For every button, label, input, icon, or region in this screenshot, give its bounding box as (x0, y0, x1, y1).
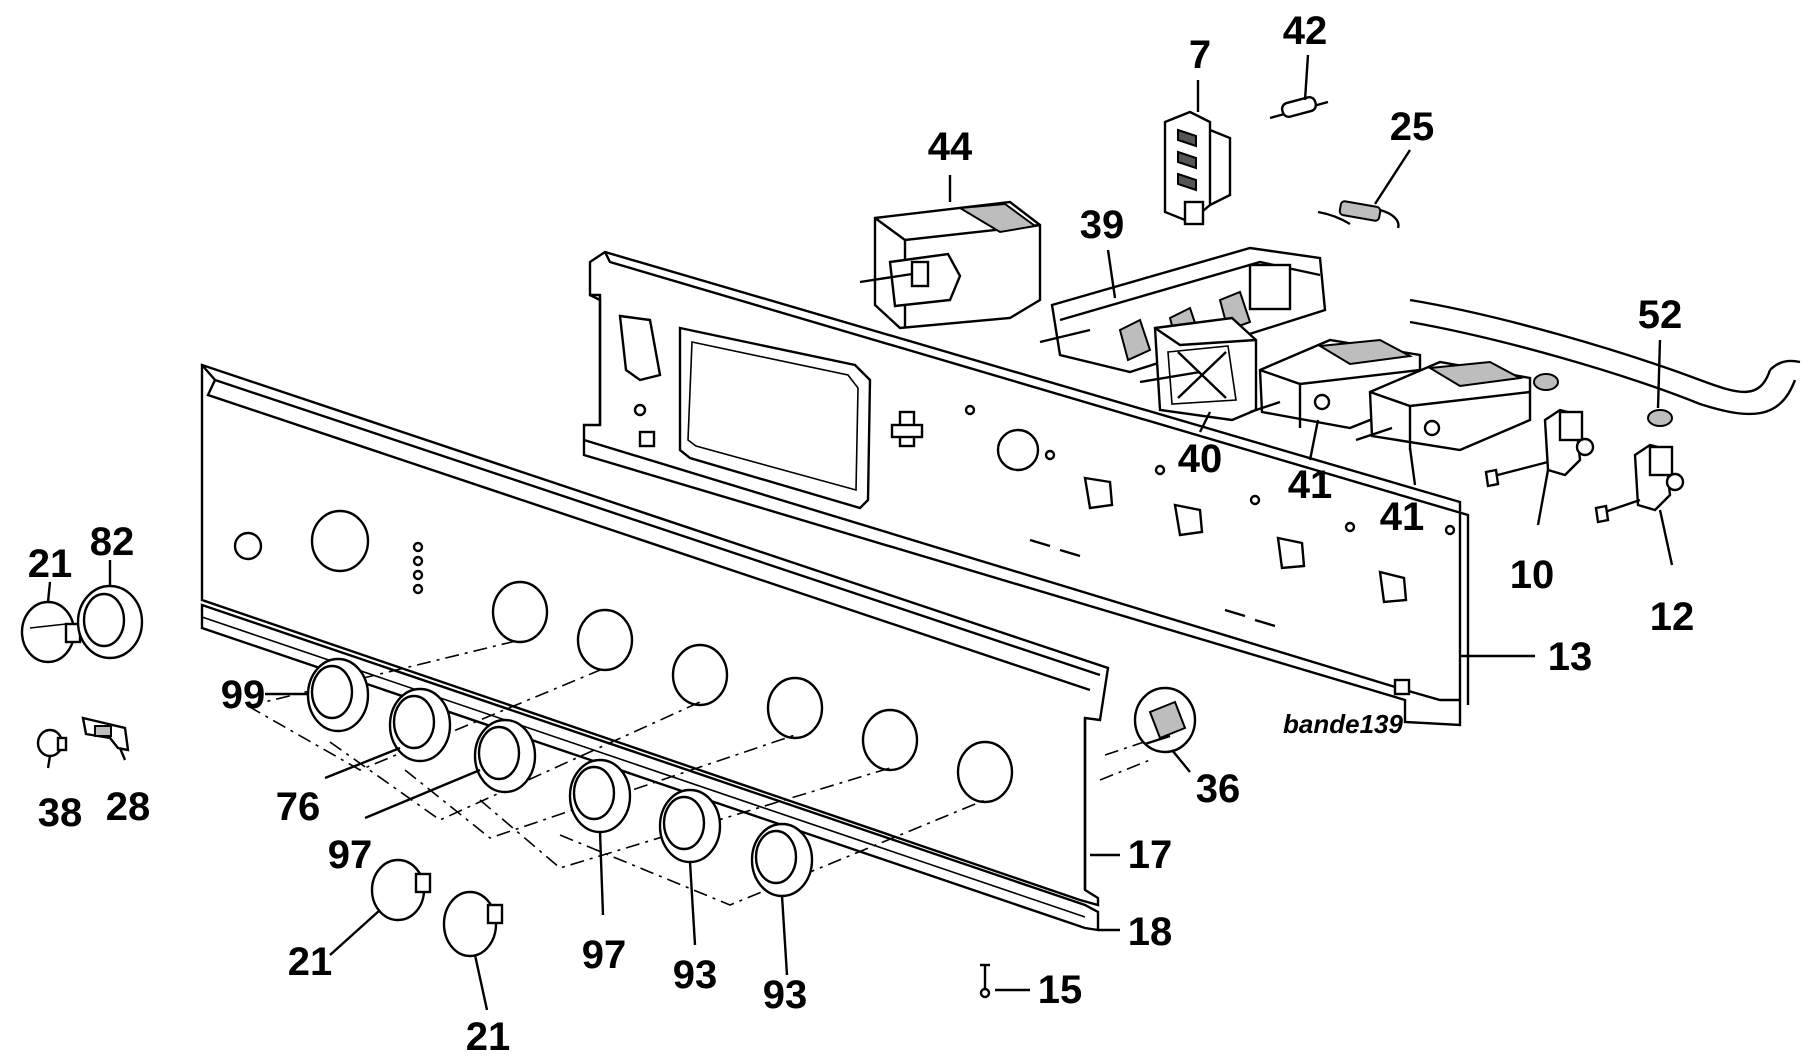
callout-97-left: 97 (328, 833, 373, 877)
bezel-97-right (568, 758, 632, 834)
callout-7: 7 (1189, 33, 1211, 77)
callout-17: 17 (1128, 833, 1173, 877)
bezel-97-left (473, 718, 537, 794)
callout-25: 25 (1390, 105, 1435, 149)
callout-13: 13 (1548, 635, 1593, 679)
assembly-guide-lines (247, 639, 1151, 906)
seal-52 (1533, 373, 1673, 427)
resistor-25 (1317, 200, 1400, 229)
callout-41-left: 41 (1288, 463, 1333, 507)
knob-insert-38 (36, 728, 68, 758)
callout-44: 44 (928, 125, 973, 169)
knob-21-lower-right (442, 890, 504, 958)
callout-52: 52 (1638, 293, 1683, 337)
knob-21-lower-left (370, 858, 432, 922)
spring-clip-28 (81, 716, 130, 752)
bezel-93-right (750, 822, 814, 898)
callout-21-lower-left: 21 (288, 940, 333, 984)
screw-15 (979, 963, 991, 999)
rear-bracket-panel (582, 250, 1470, 727)
callout-21-top-left: 21 (28, 542, 73, 586)
callout-12: 12 (1650, 595, 1695, 639)
callout-39: 39 (1080, 203, 1125, 247)
gas-tap-10 (1484, 408, 1595, 488)
callout-42: 42 (1283, 9, 1328, 53)
bezel-76 (388, 687, 452, 763)
bezel-99 (306, 657, 370, 733)
callout-15: 15 (1038, 968, 1083, 1012)
callout-82: 82 (90, 520, 135, 564)
callout-99: 99 (221, 673, 266, 717)
callout-93-left: 93 (673, 953, 718, 997)
callout-18: 18 (1128, 910, 1173, 954)
selector-switch-7 (1163, 110, 1232, 226)
leader-lines (46, 54, 1674, 1011)
callout-40: 40 (1178, 437, 1223, 481)
callout-41-right: 41 (1380, 495, 1425, 539)
bezel-82 (76, 584, 144, 660)
callout-97-right: 97 (582, 933, 627, 977)
bezel-93-left (658, 788, 722, 864)
diagram-caption: bande139 (1283, 709, 1403, 739)
callout-76: 76 (276, 785, 321, 829)
fuse-42 (1269, 95, 1329, 120)
timer-44 (859, 200, 1042, 330)
callout-21-bottom: 21 (466, 1015, 511, 1059)
gas-tap-12 (1594, 443, 1685, 524)
switch-40 (1139, 316, 1258, 422)
energy-regulator-41-right (1355, 360, 1532, 452)
callout-labels: 44 7 42 25 39 52 40 41 41 10 12 13 21 82… (28, 9, 1695, 1059)
callout-93-right: 93 (763, 973, 808, 1017)
callout-38: 38 (38, 791, 83, 835)
callout-28: 28 (106, 785, 151, 829)
bracket-36 (1133, 686, 1197, 754)
callout-10: 10 (1510, 553, 1555, 597)
knob-21-left (20, 600, 82, 664)
callout-36: 36 (1196, 767, 1241, 811)
gas-pipe (1409, 298, 1801, 416)
